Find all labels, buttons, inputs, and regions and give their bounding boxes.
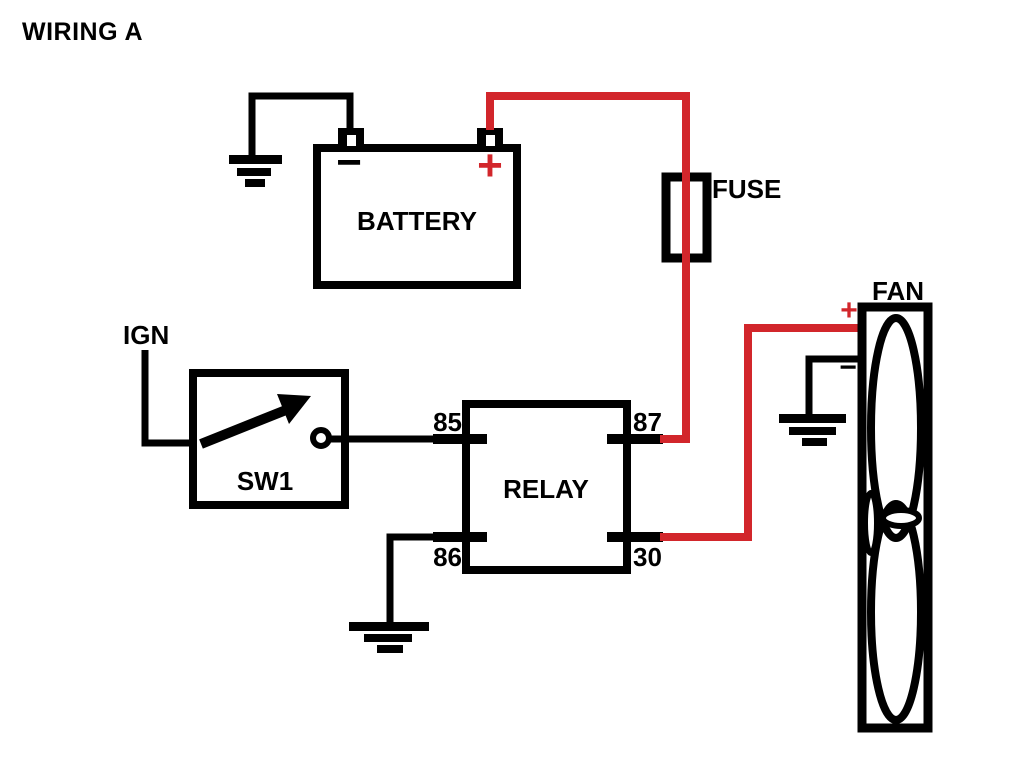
terminal-nub-hole bbox=[347, 135, 356, 146]
relay-terminal-87-stub bbox=[607, 434, 663, 444]
relay-component: RELAY 85 87 86 30 bbox=[349, 400, 663, 653]
relay-86-ground-wire bbox=[386, 533, 467, 625]
fan-blades-icon bbox=[862, 314, 925, 724]
switch-label: SW1 bbox=[237, 466, 293, 496]
battery-label: BATTERY bbox=[357, 206, 477, 236]
relay-box bbox=[462, 400, 631, 574]
ignition-wire bbox=[141, 350, 205, 447]
relay-terminal-30-stub bbox=[607, 532, 663, 542]
switch-lever-icon bbox=[199, 394, 311, 449]
ground-bar bbox=[377, 645, 403, 653]
fan-blade-top bbox=[867, 314, 925, 542]
relay-label: RELAY bbox=[503, 474, 589, 504]
relay-terminal-85-stub bbox=[433, 434, 487, 444]
battery-component: − + BATTERY bbox=[229, 92, 521, 289]
fan-positive-sign: + bbox=[840, 294, 858, 327]
switch-contact-icon bbox=[310, 427, 332, 449]
ground-bar bbox=[245, 179, 265, 187]
battery-negative-wire bbox=[248, 92, 354, 158]
battery-box bbox=[313, 144, 521, 289]
ground-bar bbox=[237, 168, 271, 176]
fan-blade-bottom bbox=[867, 500, 925, 724]
relay30-to-fan-power-wire bbox=[660, 324, 860, 541]
fan-hub bbox=[880, 507, 922, 529]
fan-component: FAN + − bbox=[779, 276, 933, 733]
switch-component: IGN SW1 bbox=[123, 320, 470, 509]
ground-bar bbox=[349, 622, 429, 631]
relay-terminal-87-label: 87 bbox=[633, 407, 662, 437]
ignition-label: IGN bbox=[123, 320, 169, 350]
fuse-label: FUSE bbox=[712, 174, 781, 204]
fan-ground-icon bbox=[779, 414, 846, 446]
ground-bar bbox=[802, 438, 827, 446]
battery-positive-terminal bbox=[477, 128, 503, 150]
ground-bar bbox=[789, 427, 836, 435]
fan-blade-side bbox=[862, 490, 880, 556]
relay-terminal-30-label: 30 bbox=[633, 542, 662, 572]
ground-bar bbox=[779, 414, 846, 423]
fan-ground-wire bbox=[805, 355, 862, 416]
battery-to-relay87-power-wire bbox=[486, 92, 690, 443]
battery-ground-icon bbox=[229, 155, 282, 187]
relay-terminal-86-label: 86 bbox=[433, 542, 462, 572]
relay-terminal-85-label: 85 bbox=[433, 407, 462, 437]
diagram-title: WIRING A bbox=[22, 18, 143, 46]
switch-lever-arrowhead bbox=[277, 394, 311, 424]
ground-bar bbox=[229, 155, 282, 164]
fan-label: FAN bbox=[872, 276, 924, 306]
battery-negative-terminal bbox=[338, 128, 364, 150]
ground-bar bbox=[364, 634, 412, 642]
battery-negative-sign: − bbox=[336, 138, 362, 187]
battery-positive-sign: + bbox=[477, 141, 503, 190]
relay-ground-icon bbox=[349, 622, 429, 653]
terminal-nub-hole bbox=[486, 135, 495, 146]
switch-lever-shaft bbox=[199, 405, 288, 449]
